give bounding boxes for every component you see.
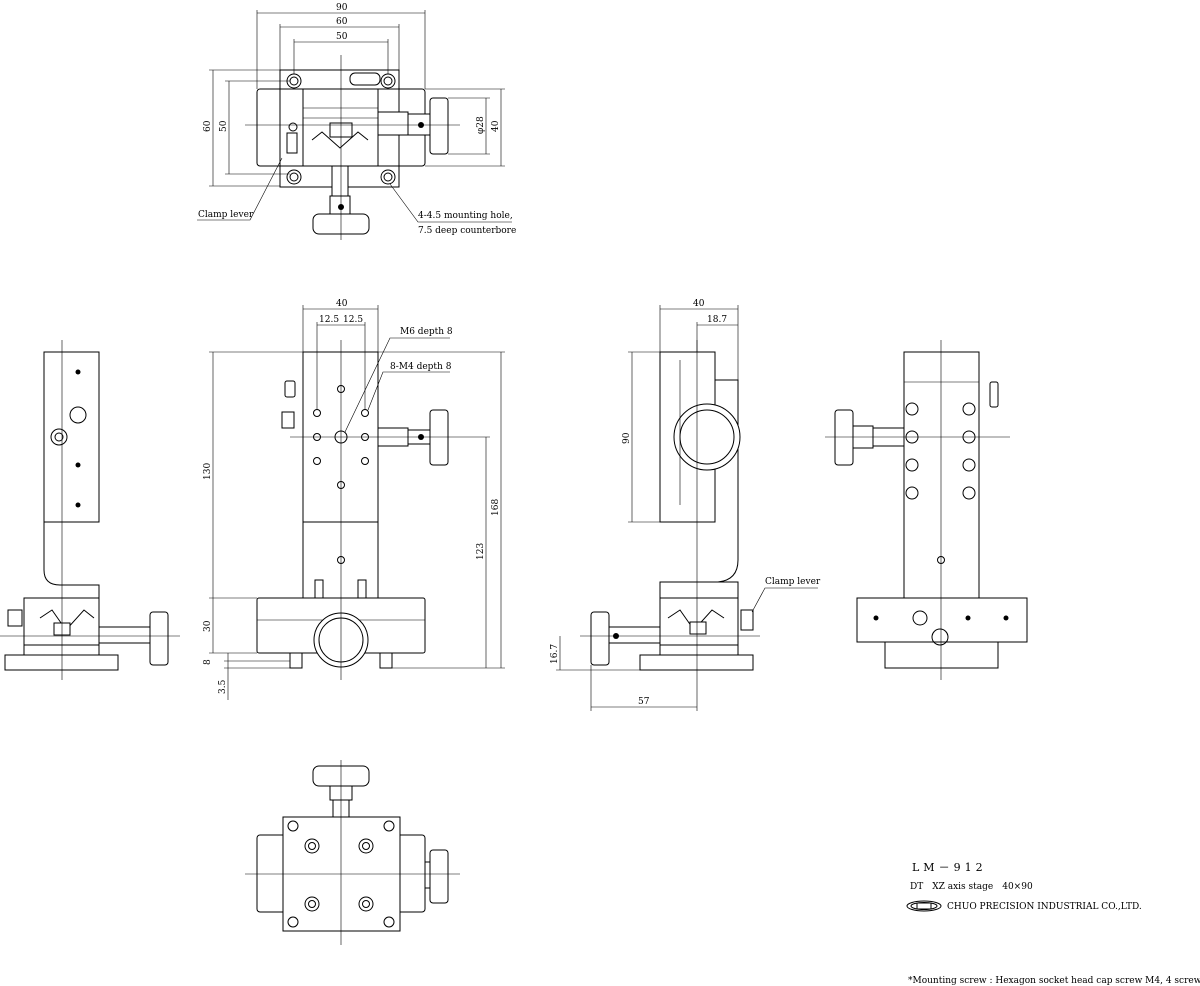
knob-icon [429, 409, 449, 466]
bottom-view [245, 760, 460, 945]
title-block: LM－912 DT XZ axis stage 40×90 CHUO PRECI… [906, 861, 1200, 986]
dim-40: 40 [336, 299, 348, 309]
dim-57: 57 [638, 697, 650, 707]
dim-12-5-right: 12.5 [343, 315, 363, 325]
dim-40: 40 [693, 299, 705, 309]
dim-18-7: 18.7 [707, 315, 727, 325]
dim-60: 60 [336, 17, 348, 27]
dim-8: 8 [203, 659, 213, 665]
dim-50: 50 [336, 32, 348, 42]
mounting-screw-note: *Mounting screw : Hexagon socket head ca… [908, 976, 1200, 986]
dim-30: 30 [203, 620, 213, 632]
company-name: CHUO PRECISION INDUSTRIAL CO.,LTD. [947, 902, 1142, 912]
dim-16-7: 16.7 [550, 644, 560, 664]
clamp-lever-label: Clamp lever [198, 210, 254, 220]
dim-phi28: φ28 [476, 116, 486, 134]
dim-3-5: 3.5 [218, 679, 228, 694]
dim-90: 90 [336, 3, 348, 13]
company-logo-icon [906, 900, 942, 912]
m6-label: M6 depth 8 [400, 327, 453, 337]
dim-130: 130 [203, 463, 213, 480]
left-side-view [0, 340, 180, 680]
right-side-view: 40 18.7 90 16.7 57 Clamp lever [550, 299, 821, 711]
mounting-hole-label: 4-4.5 mounting hole, [418, 211, 513, 221]
dim-60-vertical: 60 [203, 120, 213, 132]
product-description: DT XZ axis stage 40×90 [910, 882, 1033, 892]
dim-50-vertical: 50 [219, 120, 229, 132]
dim-40: 40 [491, 120, 501, 132]
mounting-hole-icon [287, 820, 395, 928]
dim-12-5-left: 12.5 [319, 315, 339, 325]
dim-123: 123 [476, 543, 486, 560]
m4-label: 8-M4 depth 8 [390, 362, 452, 372]
counterbore-label: 7.5 deep counterbore [418, 226, 516, 236]
clamp-lever-label: Clamp lever [765, 577, 821, 587]
knob-icon [429, 97, 449, 155]
front-view: 40 12.5 12.5 M6 depth 8 8-M4 depth 8 130… [203, 299, 505, 700]
model-number: LM－912 [912, 861, 987, 874]
top-view: 90 60 50 60 50 φ28 40 Clamp lever 4-4.5 … [197, 3, 516, 240]
rear-view [825, 340, 1028, 680]
dim-168: 168 [491, 499, 501, 516]
dim-90: 90 [622, 432, 632, 444]
